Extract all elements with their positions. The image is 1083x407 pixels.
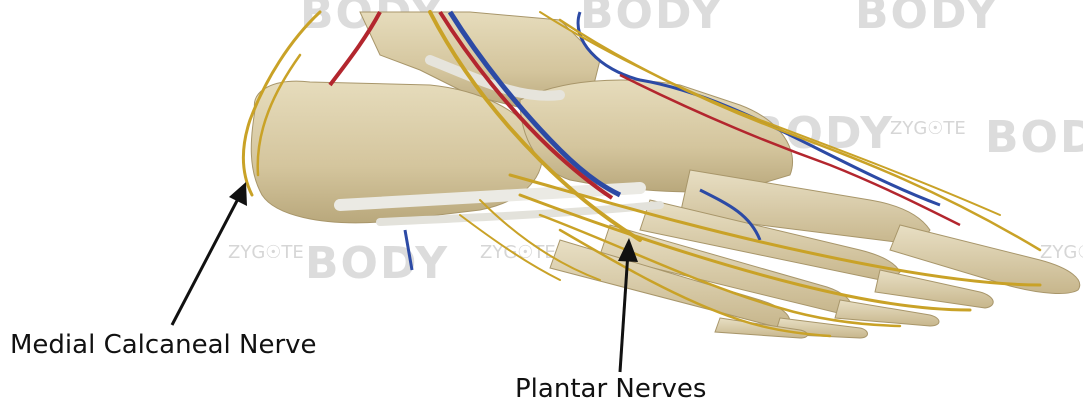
foot-illustration bbox=[243, 12, 1079, 338]
watermark-zygote-1: ZYG☉TE bbox=[890, 118, 966, 139]
watermark-zygote-4: ZYG☉TE bbox=[1040, 242, 1083, 263]
watermark-body-2: BODY bbox=[580, 0, 724, 39]
watermark-zygote-2: ZYG☉TE bbox=[228, 242, 304, 263]
watermark-body-5: BODY bbox=[985, 112, 1083, 163]
medial-calcaneal-nerve-label: Medial Calcaneal Nerve bbox=[10, 330, 317, 360]
plantar-nerves-label: Plantar Nerves bbox=[515, 374, 706, 404]
watermark-body-6: BODY bbox=[305, 238, 449, 289]
watermark-body-3: BODY bbox=[855, 0, 999, 39]
medial-calcaneal-arrowhead bbox=[229, 182, 247, 206]
